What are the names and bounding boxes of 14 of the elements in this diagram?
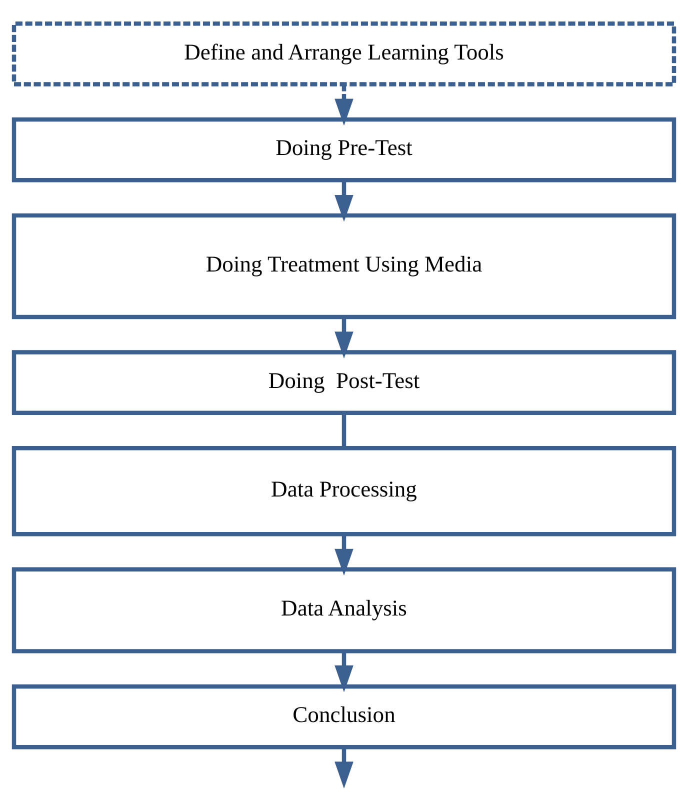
node-box: Data Processing: [12, 446, 676, 536]
arrow: [334, 84, 354, 126]
node-box: Conclusion: [12, 684, 676, 750]
arrow: [334, 180, 354, 222]
node-box: Data Analysis: [12, 567, 676, 654]
node-box: Doing Treatment Using Media: [12, 213, 676, 320]
arrow: [334, 652, 354, 692]
arrow: [334, 534, 354, 576]
arrow: [334, 317, 354, 358]
connector: [342, 413, 346, 448]
arrow: [334, 747, 354, 789]
node-box: Define and Arrange Learning Tools: [12, 22, 676, 86]
node-box: Doing Post-Test: [12, 350, 676, 415]
node-box: Doing Pre-Test: [12, 117, 676, 182]
